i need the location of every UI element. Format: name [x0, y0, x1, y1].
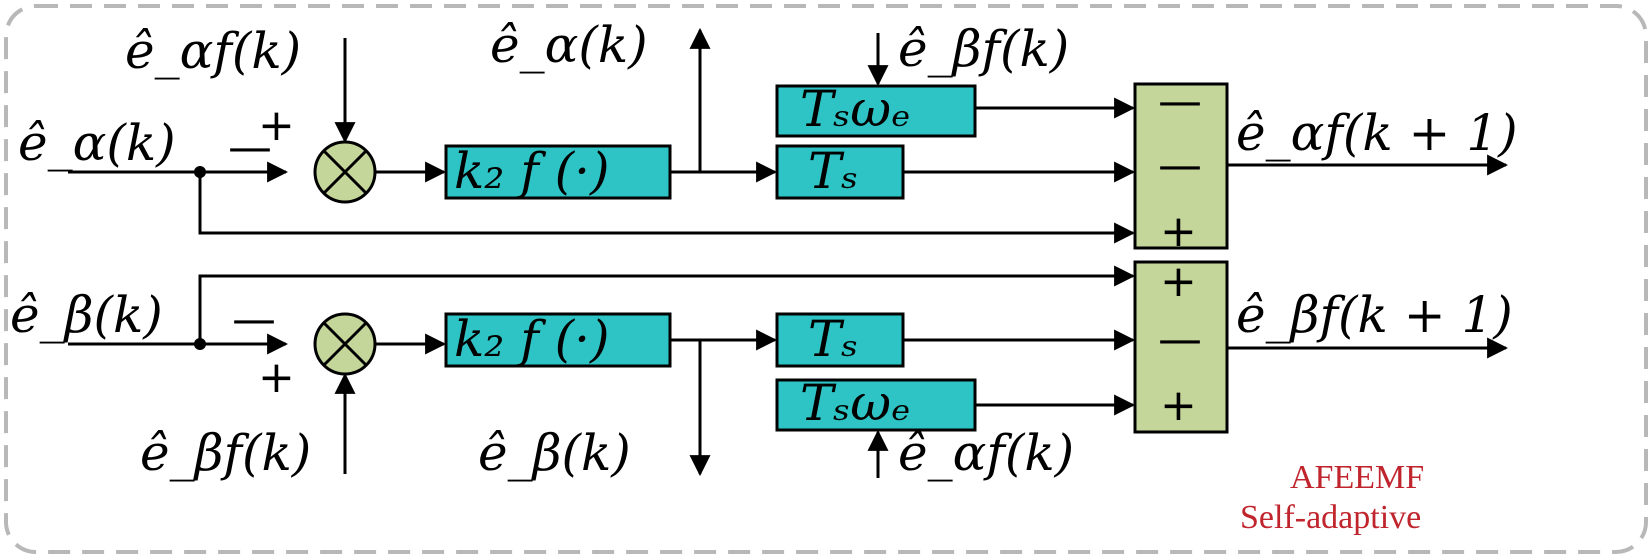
- acc-beta-sign-1: +: [1160, 256, 1197, 307]
- acc-alpha-sign-2: —: [1158, 140, 1202, 191]
- label-feedback-alpha-bottom: ê_αf(k): [898, 424, 1074, 482]
- ts-omega-block-beta: [775, 378, 977, 432]
- gain-block-beta: [444, 312, 672, 368]
- label-feedback-beta-bottom: ê_βf(k): [140, 424, 311, 482]
- label-output-alpha-top: ê_α(k): [490, 16, 648, 74]
- acc-alpha-sign-1: —: [1158, 76, 1202, 127]
- label-output-beta-f: ê_βf(k + 1): [1236, 286, 1513, 344]
- gain-alpha-label: k₂ f (·): [454, 142, 610, 200]
- label-input-beta: ê_β(k): [10, 286, 163, 344]
- acc-alpha-sign-3: +: [1160, 206, 1197, 257]
- label-input-alpha: ê_α(k): [18, 114, 176, 172]
- acc-beta-sign-3: +: [1160, 380, 1197, 431]
- ts-block-alpha: [775, 144, 905, 200]
- label-output-alpha-f: ê_αf(k + 1): [1236, 104, 1518, 162]
- dashed-frame: [4, 4, 1648, 554]
- caption-line-2: Self-adaptive: [1240, 499, 1421, 536]
- label-feedback-beta-top: ê_βf(k): [898, 20, 1069, 78]
- sign-beta-plus: +: [258, 352, 295, 403]
- wire-alpha-bypass: [198, 172, 1136, 244]
- label-feedback-alpha-top: ê_αf(k): [125, 22, 301, 80]
- ts-beta-label: Tₛ: [808, 310, 858, 368]
- sign-beta-minus: —: [232, 294, 276, 345]
- ts-block-beta: [775, 312, 905, 368]
- caption-line-1: AFEEMF: [1290, 459, 1424, 496]
- accumulator-beta: [1133, 260, 1229, 434]
- acc-beta-sign-2: —: [1158, 314, 1202, 365]
- ts-omega-beta-label: Tₛωₑ: [800, 374, 910, 432]
- label-output-beta-bottom: ê_β(k): [478, 424, 631, 482]
- ts-omega-alpha-label: Tₛωₑ: [800, 80, 910, 138]
- accumulator-alpha: [1133, 82, 1229, 250]
- wire-beta-bypass: [198, 265, 1136, 344]
- gain-beta-label: k₂ f (·): [454, 310, 610, 368]
- sign-alpha-minus: —: [228, 122, 272, 173]
- gain-block-alpha: [444, 144, 672, 200]
- ts-alpha-label: Tₛ: [808, 142, 858, 200]
- sign-alpha-plus: +: [258, 100, 295, 151]
